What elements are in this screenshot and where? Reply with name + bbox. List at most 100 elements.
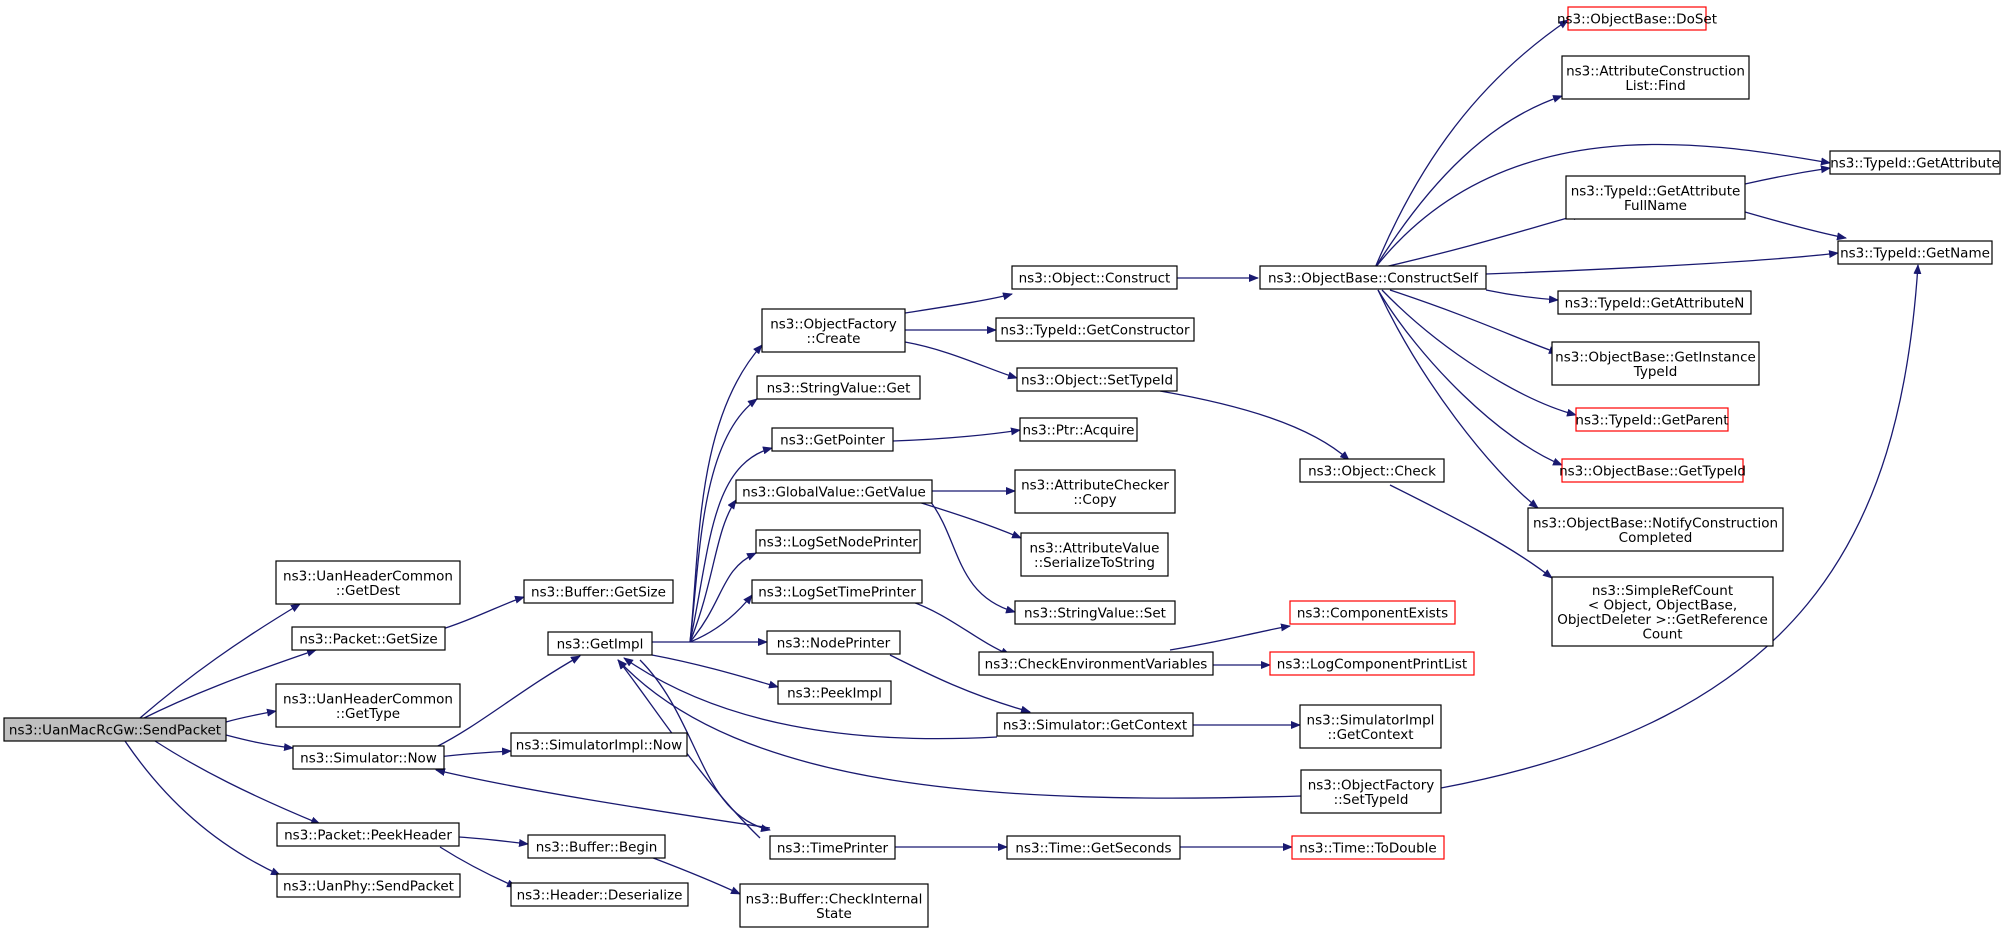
- node-of-create[interactable]: ns3::ObjectFactory::Create: [761, 308, 906, 353]
- node-buf-begin[interactable]: ns3::Buffer::Begin: [527, 834, 666, 859]
- node-gv-getvalue[interactable]: ns3::GlobalValue::GetValue: [735, 479, 933, 504]
- node-box-sv-set[interactable]: [1014, 600, 1176, 625]
- node-ac-copy[interactable]: ns3::AttributeChecker::Copy: [1014, 469, 1176, 514]
- node-ob-constructself[interactable]: ns3::ObjectBase::ConstructSelf: [1259, 265, 1487, 290]
- node-obj-check[interactable]: ns3::Object::Check: [1299, 458, 1445, 483]
- node-tid-getname[interactable]: ns3::TypeId::GetName: [1837, 240, 1993, 265]
- node-simimpl-getctx[interactable]: ns3::SimulatorImpl::GetContext: [1299, 704, 1442, 749]
- node-box-compexists[interactable]: [1289, 600, 1456, 625]
- node-phy-send[interactable]: ns3::UanPhy::SendPacket: [276, 873, 461, 898]
- node-obj-construct[interactable]: ns3::Object::Construct: [1011, 265, 1178, 290]
- node-of-settid[interactable]: ns3::ObjectFactory::SetTypeId: [1300, 769, 1442, 814]
- node-box-gettype[interactable]: [275, 683, 461, 728]
- node-box-pkt-getsize[interactable]: [291, 626, 446, 651]
- node-tid-getctor[interactable]: ns3::TypeId::GetConstructor: [995, 317, 1195, 342]
- node-box-ob-gettid[interactable]: [1561, 458, 1744, 483]
- node-checkenv[interactable]: ns3::CheckEnvironmentVariables: [978, 651, 1214, 676]
- node-tid-getparent[interactable]: ns3::TypeId::GetParent: [1575, 407, 1729, 432]
- node-box-obj-settid[interactable]: [1016, 367, 1178, 392]
- node-time-getsec[interactable]: ns3::Time::GetSeconds: [1006, 835, 1181, 860]
- node-av-ser[interactable]: ns3::AttributeValue::SerializeToString: [1020, 532, 1169, 577]
- node-box-ptr-acquire[interactable]: [1019, 417, 1138, 442]
- node-box-tid-getattrn[interactable]: [1557, 290, 1752, 315]
- node-nodeprinter[interactable]: ns3::NodePrinter: [766, 630, 901, 655]
- node-box-tid-getattrfull[interactable]: [1565, 175, 1746, 220]
- node-box-checkenv[interactable]: [978, 651, 1214, 676]
- node-getpointer[interactable]: ns3::GetPointer: [771, 427, 894, 452]
- node-box-buf-checkint[interactable]: [739, 883, 929, 928]
- node-box-sendpacket[interactable]: [3, 717, 227, 742]
- node-box-simimpl-getctx[interactable]: [1299, 704, 1442, 749]
- node-box-sim-now[interactable]: [292, 745, 445, 770]
- node-ptr-acquire[interactable]: ns3::Ptr::Acquire: [1019, 417, 1138, 442]
- node-box-getimpl[interactable]: [547, 631, 653, 656]
- node-getimpl[interactable]: ns3::GetImpl: [547, 631, 653, 656]
- node-ob-doset[interactable]: ns3::ObjectBase::DoSet: [1557, 6, 1717, 31]
- node-box-ac-copy[interactable]: [1014, 469, 1176, 514]
- node-box-tid-getctor[interactable]: [995, 317, 1195, 342]
- node-obj-settid[interactable]: ns3::Object::SetTypeId: [1016, 367, 1178, 392]
- node-box-time-getsec[interactable]: [1006, 835, 1181, 860]
- node-box-buf-begin[interactable]: [527, 834, 666, 859]
- node-timeprinter[interactable]: ns3::TimePrinter: [769, 835, 896, 860]
- node-box-sim-getctx[interactable]: [996, 712, 1194, 737]
- node-sv-set[interactable]: ns3::StringValue::Set: [1014, 600, 1176, 625]
- node-box-hdr-deser[interactable]: [510, 882, 689, 907]
- node-box-obj-check[interactable]: [1299, 458, 1445, 483]
- node-box-nodeprinter[interactable]: [766, 630, 901, 655]
- node-buf-getsize[interactable]: ns3::Buffer::GetSize: [523, 579, 674, 604]
- node-box-phy-send[interactable]: [276, 873, 461, 898]
- node-box-obj-construct[interactable]: [1011, 265, 1178, 290]
- node-sv-get[interactable]: ns3::StringValue::Get: [756, 375, 921, 400]
- node-box-buf-getsize[interactable]: [523, 579, 674, 604]
- node-compexists[interactable]: ns3::ComponentExists: [1289, 600, 1456, 625]
- node-pkt-getsize[interactable]: ns3::Packet::GetSize: [291, 626, 446, 651]
- node-peekimpl[interactable]: ns3::PeekImpl: [777, 680, 892, 705]
- node-box-ob-doset[interactable]: [1567, 6, 1707, 31]
- node-box-getpointer[interactable]: [771, 427, 894, 452]
- node-box-ob-constructself[interactable]: [1259, 265, 1487, 290]
- node-sim-now[interactable]: ns3::Simulator::Now: [292, 745, 445, 770]
- node-box-getdest[interactable]: [275, 560, 461, 605]
- node-lstp[interactable]: ns3::LogSetTimePrinter: [751, 579, 923, 604]
- node-box-ob-getinst[interactable]: [1551, 341, 1760, 386]
- node-box-lsnp[interactable]: [755, 529, 921, 554]
- node-box-tid-getattr[interactable]: [1829, 150, 2001, 175]
- node-box-acl-find[interactable]: [1561, 55, 1750, 100]
- node-time-todouble[interactable]: ns3::Time::ToDouble: [1291, 835, 1445, 860]
- node-box-logcomp[interactable]: [1269, 651, 1475, 676]
- node-sim-getctx[interactable]: ns3::Simulator::GetContext: [996, 712, 1194, 737]
- node-box-peekimpl[interactable]: [777, 680, 892, 705]
- node-peekheader[interactable]: ns3::Packet::PeekHeader: [276, 822, 460, 847]
- node-box-tid-getname[interactable]: [1837, 240, 1993, 265]
- node-simimpl-now[interactable]: ns3::SimulatorImpl::Now: [510, 732, 688, 757]
- node-box-tid-getparent[interactable]: [1575, 407, 1729, 432]
- node-box-of-settid[interactable]: [1300, 769, 1442, 814]
- node-box-time-todouble[interactable]: [1291, 835, 1445, 860]
- node-box-of-create[interactable]: [761, 308, 906, 353]
- node-sendpacket[interactable]: ns3::UanMacRcGw::SendPacket: [3, 717, 227, 742]
- node-box-sv-get[interactable]: [756, 375, 921, 400]
- node-box-simimpl-now[interactable]: [510, 732, 688, 757]
- node-box-peekheader[interactable]: [276, 822, 460, 847]
- node-hdr-deser[interactable]: ns3::Header::Deserialize: [510, 882, 689, 907]
- node-ob-notify[interactable]: ns3::ObjectBase::NotifyConstructionCompl…: [1527, 507, 1784, 552]
- node-lsnp[interactable]: ns3::LogSetNodePrinter: [755, 529, 921, 554]
- node-box-ob-notify[interactable]: [1527, 507, 1784, 552]
- node-tid-getattr[interactable]: ns3::TypeId::GetAttribute: [1829, 150, 2001, 175]
- node-gettype[interactable]: ns3::UanHeaderCommon::GetType: [275, 683, 461, 728]
- node-getdest[interactable]: ns3::UanHeaderCommon::GetDest: [275, 560, 461, 605]
- node-ob-gettid[interactable]: ns3::ObjectBase::GetTypeId: [1559, 458, 1746, 483]
- node-logcomp[interactable]: ns3::LogComponentPrintList: [1269, 651, 1475, 676]
- node-box-av-ser[interactable]: [1020, 532, 1169, 577]
- node-box-timeprinter[interactable]: [769, 835, 896, 860]
- node-src[interactable]: ns3::SimpleRefCount< Object, ObjectBase,…: [1551, 576, 1774, 647]
- node-box-gv-getvalue[interactable]: [735, 479, 933, 504]
- node-tid-getattrn[interactable]: ns3::TypeId::GetAttributeN: [1557, 290, 1752, 315]
- node-box-src[interactable]: [1551, 576, 1774, 647]
- node-box-lstp[interactable]: [751, 579, 923, 604]
